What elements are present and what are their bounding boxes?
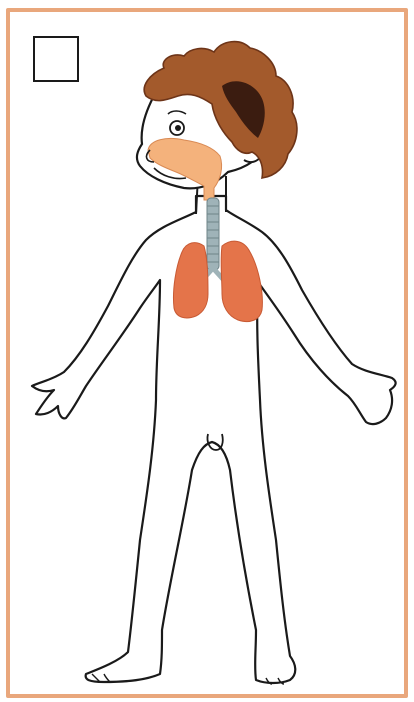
pupil: [175, 125, 181, 131]
trachea: [207, 198, 219, 270]
